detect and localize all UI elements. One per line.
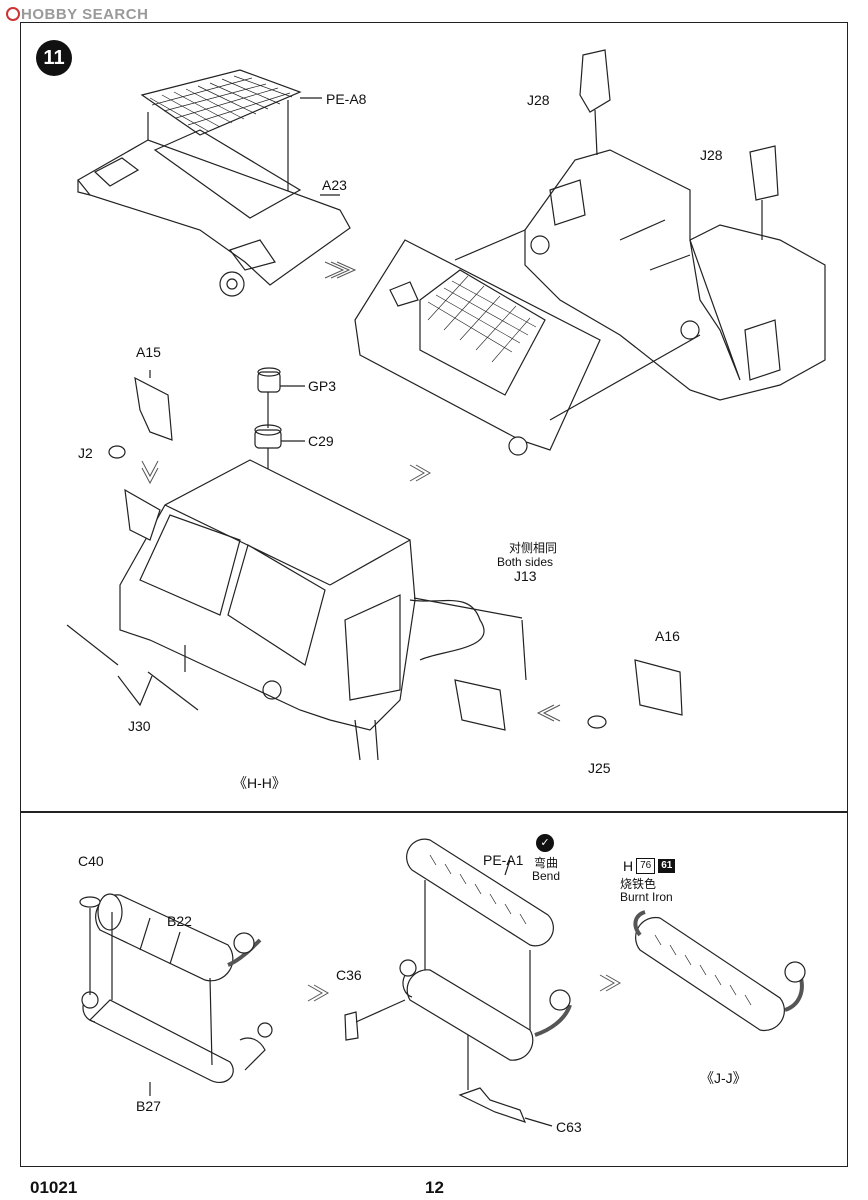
paint-name-cn: 烧铁色 [620, 877, 657, 891]
label-pe-a8: PE-A8 [326, 91, 367, 107]
bottom-panel-frame [20, 812, 848, 1167]
label-bend-en: Bend [532, 869, 561, 883]
cab-body-assembly [524, 149, 826, 401]
pe-a8-grille [140, 69, 302, 136]
top-panel-frame [20, 22, 848, 812]
label-j13: J13 [514, 568, 537, 584]
label-gp3: GP3 [308, 378, 337, 394]
label-j30: J30 [128, 718, 151, 734]
jj-assembly [633, 910, 806, 1032]
a16-mirror [634, 659, 683, 716]
a15-mirror [134, 376, 173, 441]
cab-shell-hh [119, 459, 416, 761]
label-j28-right: J28 [700, 147, 723, 163]
b22-muffler [95, 893, 262, 982]
label-bend-cn: 弯曲 [534, 856, 559, 870]
j28-top-part [579, 49, 611, 113]
logo-ring-icon [6, 7, 20, 21]
label-a16: A16 [655, 628, 680, 644]
logo-text: HOBBY SEARCH [21, 6, 149, 23]
label-a23: A23 [322, 177, 347, 193]
label-c63: C63 [556, 1119, 582, 1135]
c63-bracket [458, 1087, 527, 1123]
hobby-search-logo: HOBBY SEARCH [6, 6, 148, 23]
paint-prefix: H [623, 858, 634, 874]
b27-muffler-base [81, 991, 273, 1083]
paint-reference: H 76 61 [623, 858, 676, 874]
label-c36: C36 [336, 967, 362, 983]
label-b27: B27 [136, 1098, 161, 1114]
bend-icon: ✓ [536, 834, 554, 852]
label-hh-subassembly: 《H-H》 [233, 775, 286, 791]
label-both-sides-cn: 对侧相同 [509, 541, 558, 555]
paint-code-76: 76 [636, 858, 656, 874]
label-j2: J2 [78, 445, 93, 461]
label-c29: C29 [308, 433, 334, 449]
pe-a1-screen [406, 838, 554, 947]
label-jj-subassembly: 《J-J》 [700, 1070, 747, 1086]
j28-right-part [749, 145, 779, 201]
a23-hood-panel [77, 129, 351, 297]
front-grille-panel [354, 239, 601, 456]
paint-name-en: Burnt Iron [620, 890, 673, 904]
label-pe-a1: PE-A1 [483, 852, 524, 868]
product-code: 01021 [30, 1178, 78, 1197]
step-number-badge: 11 [36, 40, 72, 76]
label-j28-top: J28 [527, 92, 550, 108]
label-c40: C40 [78, 853, 104, 869]
paint-code-61: 61 [658, 859, 676, 873]
label-a15: A15 [136, 344, 161, 360]
c36-bracket [344, 1011, 359, 1041]
label-b22: B22 [167, 913, 192, 929]
label-j25: J25 [588, 760, 611, 776]
label-both-sides-en: Both sides [497, 555, 554, 569]
page-number: 12 [425, 1178, 444, 1197]
middle-muffler [399, 959, 572, 1061]
